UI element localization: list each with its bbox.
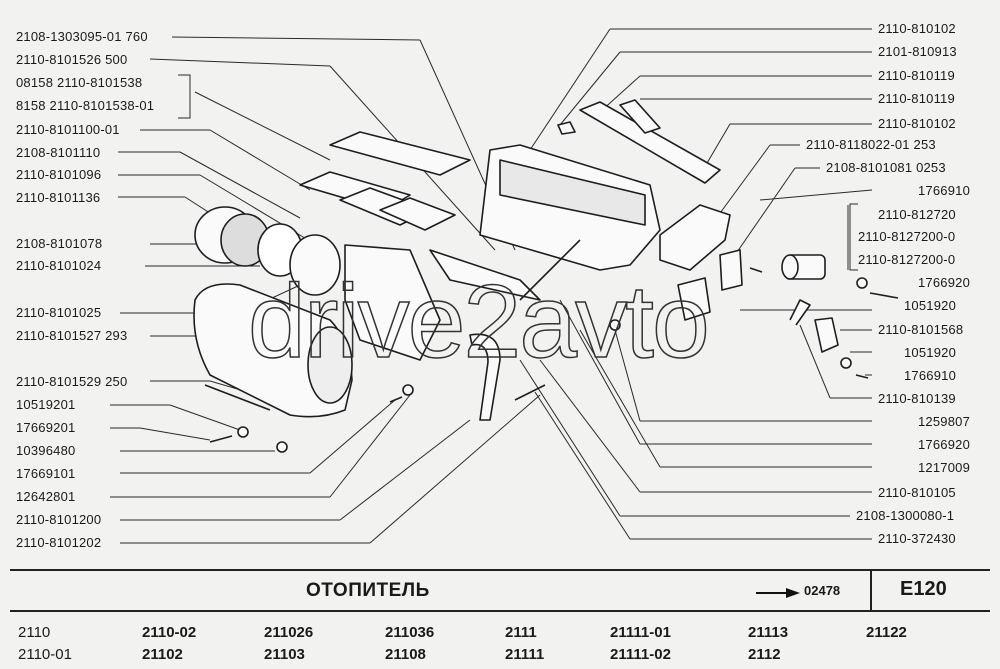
part-label: 2110-8101100-01 <box>16 122 120 137</box>
model-code: 2110-01 <box>18 646 72 663</box>
page-title: ОТОПИТЕЛЬ <box>306 580 430 601</box>
part-label: 1259807 <box>918 414 971 429</box>
model-code: 21113 <box>748 624 789 641</box>
part-label: 2110-810105 <box>878 485 956 500</box>
part-label: 8158 2110-8101538-01 <box>16 98 155 113</box>
part-label: 10396480 <box>16 443 76 458</box>
part-label: 2110-8101202 <box>16 535 102 550</box>
part-label: 17669101 <box>16 466 76 481</box>
part-label: 2110-810139 <box>878 391 956 406</box>
model-code: 21111-01 <box>610 624 671 641</box>
model-code: 21103 <box>264 646 305 663</box>
part-label: 1766910 <box>918 183 971 198</box>
reference-number: 02478 <box>804 583 841 598</box>
model-code: 211026 <box>264 624 314 641</box>
part-label: 2110-8101200 <box>16 512 102 527</box>
part-label: 2108-8101110 <box>16 145 101 160</box>
part-label: 17669201 <box>16 420 76 435</box>
model-code: 211036 <box>385 624 435 641</box>
model-code: 21102 <box>142 646 183 663</box>
part-label: 2110-8101526 500 <box>16 52 128 67</box>
part-label: 1051920 <box>904 345 957 360</box>
part-label: 2110-8127200-0 <box>858 229 956 244</box>
model-code: 2111 <box>505 624 537 641</box>
part-label: 2108-1300080-1 <box>856 508 955 523</box>
title-block-mid-rule <box>10 610 990 612</box>
model-code: 21108 <box>385 646 426 663</box>
part-label: 2110-810102 <box>878 21 956 36</box>
part-label: 2110-8118022-01 253 <box>806 137 936 152</box>
part-label: 2110-810119 <box>878 91 955 106</box>
model-code: 21111 <box>505 646 545 663</box>
model-code: 21122 <box>866 624 907 641</box>
heater-assembly-drawing <box>110 28 899 544</box>
model-code: 21111-02 <box>610 646 671 663</box>
part-label: 2101-810913 <box>878 44 957 59</box>
model-code: 2110-02 <box>142 624 197 641</box>
part-label: 10519201 <box>16 397 76 412</box>
part-label: 12642801 <box>16 489 76 504</box>
part-label: 1766920 <box>918 437 971 452</box>
part-label: 2110-8101096 <box>16 167 102 182</box>
part-label: 2110-8127200-0 <box>858 252 956 267</box>
catalog-code: Е120 <box>900 578 947 600</box>
part-label: 2110-810119 <box>878 68 955 83</box>
part-label: 2110-8101568 <box>878 322 964 337</box>
watermark-text: drive2avto <box>247 263 710 381</box>
part-label: 2110-810102 <box>878 116 956 131</box>
part-label: 2110-372430 <box>878 531 956 546</box>
arrow-right-icon <box>756 588 800 598</box>
part-label: 2110-8101527 293 <box>16 328 128 343</box>
title-block-divider <box>870 569 872 611</box>
part-label: 08158 2110-8101538 <box>16 75 143 90</box>
model-code: 2110 <box>18 624 51 641</box>
model-code: 2112 <box>748 646 781 663</box>
title-block-top-rule <box>10 569 990 571</box>
part-label: 2110-8101136 <box>16 190 101 205</box>
part-label: 1766920 <box>918 275 971 290</box>
part-label: 2108-1303095-01 760 <box>16 29 148 44</box>
part-label: 2108-8101078 <box>16 236 103 251</box>
part-label: 1217009 <box>918 460 971 475</box>
part-label: 2110-8101529 250 <box>16 374 128 389</box>
part-label: 1051920 <box>904 298 957 313</box>
exploded-parts-diagram: drive2avto 2108-1303095-01 760 2110-8101… <box>16 21 971 550</box>
part-label: 2108-8101081 0253 <box>826 160 946 175</box>
part-label: 2110-8101024 <box>16 258 102 273</box>
part-label: 2110-812720 <box>878 207 956 222</box>
part-label: 1766910 <box>904 368 957 383</box>
part-label: 2110-8101025 <box>16 305 102 320</box>
